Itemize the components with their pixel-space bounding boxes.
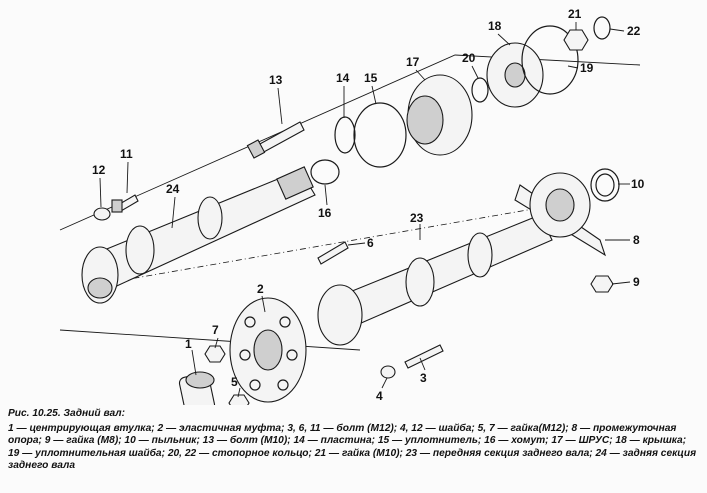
washer-4 bbox=[380, 365, 396, 379]
retaining-ring-22 bbox=[593, 16, 611, 40]
label-15: 15 bbox=[364, 71, 378, 85]
label-11: 11 bbox=[120, 147, 133, 161]
label-10: 10 bbox=[631, 177, 645, 191]
seal-washer bbox=[521, 25, 579, 95]
label-18: 18 bbox=[488, 19, 502, 33]
part-numbers: 1 2 3 4 5 6 7 8 9 10 11 12 13 14 15 16 1… bbox=[92, 7, 645, 403]
label-4: 4 bbox=[376, 389, 383, 403]
label-12: 12 bbox=[92, 163, 106, 177]
label-14: 14 bbox=[336, 71, 350, 85]
rear-shaft-section bbox=[81, 166, 316, 304]
label-22: 22 bbox=[627, 24, 641, 38]
label-1: 1 bbox=[185, 337, 192, 351]
plate bbox=[334, 116, 356, 154]
label-20: 20 bbox=[462, 51, 476, 65]
bolt-6 bbox=[317, 241, 349, 265]
cv-joint bbox=[406, 74, 473, 156]
label-16: 16 bbox=[318, 206, 332, 220]
retaining-ring-20 bbox=[471, 77, 489, 103]
nut-5 bbox=[228, 394, 250, 405]
elastic-coupling bbox=[229, 297, 307, 403]
nut-m10 bbox=[563, 29, 589, 51]
leader-lines bbox=[99, 22, 631, 398]
front-shaft-section bbox=[317, 214, 553, 346]
washer-12 bbox=[93, 207, 111, 221]
label-17: 17 bbox=[406, 55, 420, 69]
nut-9 bbox=[590, 275, 614, 293]
figure-caption: Рис. 10.25. Задний вал: 1 — центрирующая… bbox=[8, 408, 700, 473]
intermediate-support bbox=[514, 172, 606, 257]
seal bbox=[353, 102, 407, 168]
label-5: 5 bbox=[231, 375, 238, 389]
clamp bbox=[310, 159, 340, 185]
label-13: 13 bbox=[269, 73, 283, 87]
label-2: 2 bbox=[257, 282, 264, 296]
dust-boot bbox=[590, 168, 620, 202]
label-9: 9 bbox=[633, 275, 640, 289]
label-8: 8 bbox=[633, 233, 640, 247]
bolt-m10 bbox=[246, 121, 305, 159]
label-6: 6 bbox=[367, 236, 374, 250]
label-21: 21 bbox=[568, 7, 582, 21]
label-7: 7 bbox=[212, 323, 219, 337]
label-3: 3 bbox=[420, 371, 427, 385]
cover bbox=[486, 42, 544, 108]
label-19: 19 bbox=[580, 61, 594, 75]
bolt-11 bbox=[111, 194, 139, 213]
bolt-3 bbox=[404, 344, 444, 369]
label-23: 23 bbox=[410, 211, 424, 225]
centering-sleeve bbox=[178, 371, 216, 405]
nut-7 bbox=[204, 345, 226, 363]
label-24: 24 bbox=[166, 182, 180, 196]
exploded-view-drawing: 1 2 3 4 5 6 7 8 9 10 11 12 13 14 15 16 1… bbox=[59, 7, 645, 405]
caption-legend: 1 — центрирующая втулка; 2 — эластичная … bbox=[8, 422, 697, 472]
caption-title: Рис. 10.25. Задний вал: bbox=[8, 408, 125, 419]
